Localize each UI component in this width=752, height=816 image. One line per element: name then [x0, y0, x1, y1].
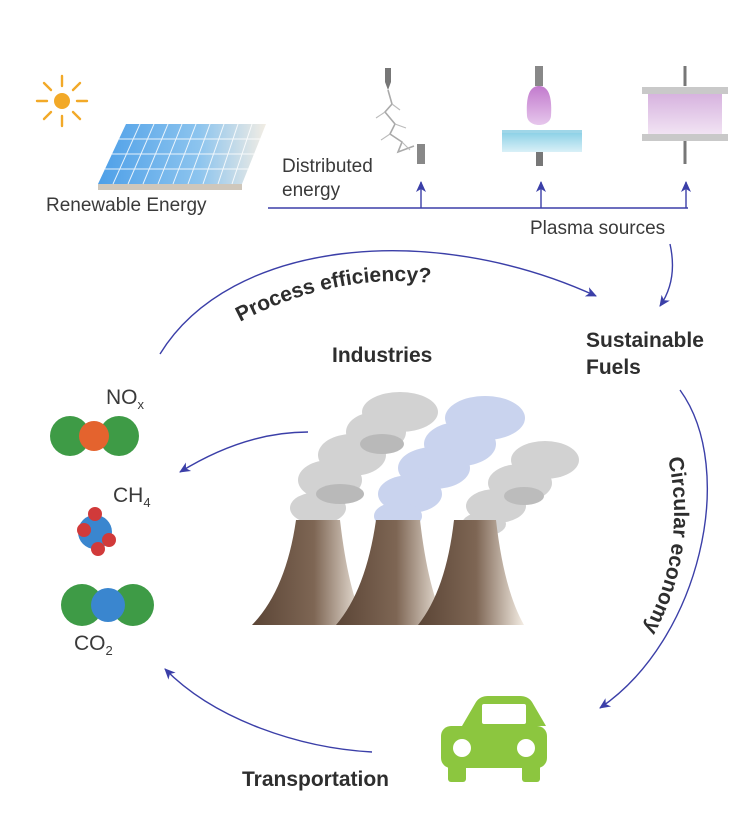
- plasma-to-fuels-arrow: [659, 243, 674, 307]
- sun-icon: [35, 74, 89, 128]
- fuels-to-transport-arc: [599, 389, 708, 709]
- car-icon: [441, 696, 547, 782]
- nox-formula-sub: x: [137, 397, 145, 413]
- industries-to-emissions-arrow: [179, 431, 309, 473]
- transportation-label: Transportation: [242, 768, 390, 791]
- nox-to-fuels-arc: [159, 250, 597, 355]
- industries-label: Industries: [332, 344, 433, 367]
- sustainable-fuels-line1: Sustainable: [586, 329, 704, 352]
- co2-formula: CO2: [74, 632, 113, 658]
- co2-formula-sub: 2: [105, 643, 113, 659]
- nox-formula-main: NO: [106, 386, 138, 409]
- process-efficiency-label: Process efficiency?: [232, 263, 432, 326]
- energy-distribution-line: [268, 181, 691, 209]
- plasma-sources-label: Plasma sources: [530, 218, 666, 239]
- transport-to-emissions-arc: [164, 668, 373, 753]
- distributed-energy-line1: Distributed: [282, 156, 373, 177]
- ch4-molecule-icon: [77, 507, 116, 556]
- sustainable-fuels-label: Sustainable Fuels: [586, 327, 704, 381]
- distributed-energy-line2: energy: [282, 180, 341, 201]
- co2-molecule-icon: [61, 584, 154, 626]
- nox-molecule-icon: [50, 416, 139, 456]
- sustainable-fuels-line2: Fuels: [586, 356, 641, 379]
- ch4-formula-main: CH: [113, 484, 144, 507]
- factory-chimneys-icon: [252, 392, 579, 625]
- nox-formula: NOx: [106, 386, 144, 412]
- ch4-formula: CH4: [113, 484, 151, 510]
- co2-formula-main: CO: [74, 632, 106, 655]
- circular-economy-label: Circular economy: [639, 455, 692, 639]
- renewable-energy-label: Renewable Energy: [46, 195, 207, 216]
- lightning-discharge-icon: [375, 68, 425, 164]
- distributed-energy-label: Distributed energy: [282, 155, 373, 203]
- dbd-reactor-icon: [642, 66, 728, 164]
- ch4-formula-sub: 4: [143, 495, 151, 511]
- solar-panel-icon: [98, 123, 266, 190]
- plasma-jet-icon: [502, 66, 582, 166]
